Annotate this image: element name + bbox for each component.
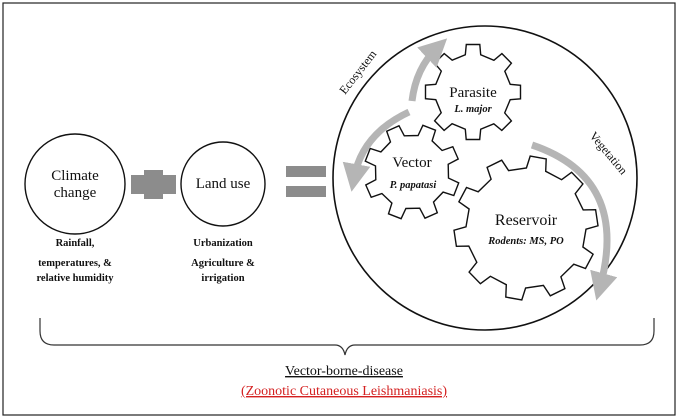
footer-subtitle: (Zoonotic Cutaneous Leishmaniasis) xyxy=(241,384,447,399)
climate-factor-1: Rainfall, xyxy=(56,238,95,249)
vector-title: Vector xyxy=(392,155,431,171)
land-use-factor-1: Urbanization xyxy=(193,238,253,249)
arrow-to-reservoir xyxy=(530,141,618,301)
climate-title-line2: change xyxy=(54,185,97,201)
parasite-gear xyxy=(424,43,522,141)
climate-change-circle xyxy=(24,133,126,235)
land-use-factor-3: irrigation xyxy=(201,273,244,284)
arrow-to-parasite xyxy=(408,38,448,102)
climate-factor-2: temperatures, & xyxy=(38,258,112,269)
arrow-to-vector xyxy=(342,108,411,192)
parasite-title: Parasite xyxy=(449,85,497,101)
land-use-circle xyxy=(180,141,266,227)
reservoir-gear xyxy=(453,155,599,301)
parasite-species: L. major xyxy=(453,104,492,115)
plus-icon xyxy=(131,170,176,199)
land-use-title: Land use xyxy=(196,176,251,192)
vector-gear xyxy=(364,124,460,220)
climate-factor-3: relative humidity xyxy=(36,273,114,284)
climate-title-line1: Climate xyxy=(51,168,99,184)
equals-icon xyxy=(286,166,326,197)
land-use-factor-2: Agriculture & xyxy=(191,258,255,269)
grouping-brace xyxy=(39,318,655,356)
footer-title: Vector-borne-disease xyxy=(285,364,403,379)
vector-species: P. papatasi xyxy=(390,180,437,191)
reservoir-species: Rodents: MS, PO xyxy=(487,236,564,247)
reservoir-title: Reservoir xyxy=(495,212,558,229)
